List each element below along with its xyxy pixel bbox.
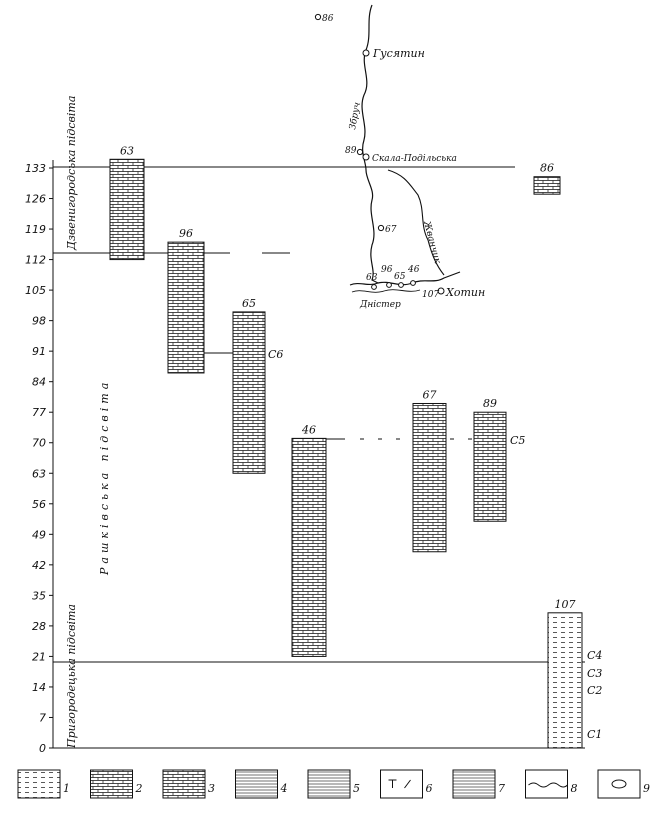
legend-swatch-8 <box>525 769 568 799</box>
legend-number-1: 1 <box>63 782 70 795</box>
point-107-label: 107 <box>422 290 439 300</box>
scale-tick-label: 63 <box>32 467 46 480</box>
column-107 <box>547 612 583 749</box>
legend-number-4: 4 <box>280 782 288 795</box>
point-65 <box>398 282 404 288</box>
column-107-label: 107 <box>555 598 576 611</box>
column-89-label: 89 <box>483 397 497 410</box>
marker-c1: C1 <box>587 728 602 741</box>
scale-tick-label: 77 <box>32 406 46 419</box>
legend-swatch-6 <box>380 769 423 799</box>
scale-tick-label: 105 <box>25 284 46 297</box>
marker-c4: C4 <box>587 649 602 662</box>
column-96 <box>167 241 205 374</box>
point-63 <box>371 284 377 290</box>
legend-tuff-icon <box>388 779 411 789</box>
column-63 <box>109 158 145 261</box>
legend-wave-icon <box>528 782 568 788</box>
gusiatyn-point <box>362 49 370 57</box>
scale-tick-label: 42 <box>32 559 46 572</box>
scale-ticks: 1331261191121059891847770635649423528211… <box>25 162 53 755</box>
point-86 <box>314 13 322 21</box>
point-46 <box>410 280 416 286</box>
zhvanchyk-label: Жванчик <box>421 219 442 265</box>
scale-tick-label: 35 <box>32 589 46 602</box>
suite-upper-label: Дзвенигородська підсвіта <box>65 96 78 251</box>
scale-tick-label: 119 <box>25 223 46 236</box>
column-86 <box>533 176 561 195</box>
column-67 <box>412 402 447 553</box>
scale-tick-label: 126 <box>25 193 46 206</box>
marker-c5: C5 <box>510 434 525 447</box>
legend-number-5: 5 <box>353 782 360 795</box>
gusiatyn-label: Гусятин <box>372 47 425 60</box>
point-89 <box>356 148 364 156</box>
scale-tick-label: 91 <box>32 345 46 358</box>
legend-swatch-4 <box>235 769 278 799</box>
khotyn-point <box>437 287 445 295</box>
scale-tick-label: 14 <box>32 681 46 694</box>
scale-tick-label: 112 <box>25 254 46 267</box>
legend-swatch-1 <box>17 769 61 799</box>
scale-tick-label: 98 <box>32 315 46 328</box>
legend-swatch-5 <box>307 769 351 799</box>
marker-c2: C2 <box>587 684 602 697</box>
column-65-label: 65 <box>242 297 256 310</box>
dnister-label: Дністер <box>359 300 401 310</box>
column-86-label: 86 <box>540 162 554 175</box>
scale-tick-label: 49 <box>32 528 46 541</box>
point-86-label: 86 <box>322 14 334 24</box>
khotyn-label: Хотин <box>445 286 485 299</box>
river-dnister <box>349 271 461 286</box>
legend-swatch-3 <box>162 769 206 799</box>
scale-tick-label: 0 <box>39 742 46 755</box>
point-67-label: 67 <box>385 225 397 235</box>
column-65 <box>232 311 266 474</box>
scale-tick-label: 7 <box>39 711 46 724</box>
legend-number-9: 9 <box>643 782 650 795</box>
legend-swatch-7 <box>452 769 496 799</box>
legend-number-8: 8 <box>571 782 578 795</box>
river-dnister-bank <box>351 289 421 293</box>
point-96 <box>386 282 392 288</box>
zbruch-label: Збруч <box>347 101 363 130</box>
legend-fossil-icon <box>611 779 627 789</box>
legend-number-3: 3 <box>208 782 215 795</box>
legend-swatch-2 <box>90 769 133 799</box>
legend-number-2: 2 <box>135 782 143 795</box>
scale-tick-label: 84 <box>32 376 46 389</box>
column-96-label: 96 <box>179 227 193 240</box>
river-zhvanchyk <box>387 169 445 276</box>
scale-tick-label: 28 <box>32 620 46 633</box>
marker-c3: C3 <box>587 667 602 680</box>
scale-tick-label: 56 <box>32 498 46 511</box>
point-63-label: 63 <box>366 273 378 283</box>
point-96-label: 96 <box>381 265 393 275</box>
scale-tick-label: 21 <box>32 650 46 663</box>
point-67 <box>377 224 385 232</box>
legend-swatch-9 <box>597 769 641 799</box>
scale-tick-label: 70 <box>32 437 46 450</box>
skala-point <box>362 153 370 161</box>
scale-tick-label: 133 <box>25 162 46 175</box>
point-65-label: 65 <box>394 272 406 282</box>
suite-middle-label: Рашківська підсвіта <box>98 379 111 576</box>
column-67-label: 67 <box>423 388 437 401</box>
point-46-label: 46 <box>407 265 420 275</box>
column-46-label: 46 <box>301 423 316 436</box>
legend-number-6: 6 <box>426 782 433 795</box>
marker-c6: C6 <box>268 348 283 361</box>
suite-lower-label: Пригородецька підсвіта <box>65 604 78 749</box>
column-89 <box>473 411 507 522</box>
column-63-label: 63 <box>120 144 134 157</box>
skala-label: Скала-Подільська <box>372 154 457 164</box>
legend: 1 2 3 4 5 6 7 8 9 <box>17 769 650 799</box>
column-46 <box>291 437 327 657</box>
legend-number-7: 7 <box>498 782 505 795</box>
point-89-label: 89 <box>345 146 357 156</box>
location-map: 86 Гусятин Збруч 89 Скала-Подільська 67 … <box>314 4 485 310</box>
